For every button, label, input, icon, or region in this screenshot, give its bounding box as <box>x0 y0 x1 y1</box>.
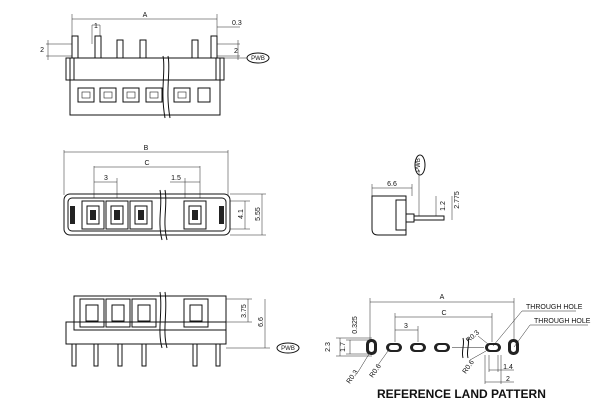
through-hole-label-1: THROUGH HOLE <box>526 304 583 311</box>
land-pattern-title: REFERENCE LAND PATTERN <box>377 387 546 401</box>
land-dim-23-label: 2.3 <box>325 342 332 352</box>
land-dim-r03-label: R0.3 <box>346 369 360 385</box>
top-view: A 1 0.3 2 2 <box>40 12 270 119</box>
side-dim-12-label: 1.2 <box>440 201 447 211</box>
side-pwb-label: PWB <box>416 158 422 172</box>
side-dim-2775-label: 2.775 <box>454 191 461 209</box>
land-dim-a-label: A <box>440 294 445 301</box>
land-dim-2-label: 2 <box>506 376 510 383</box>
side-pwb-badge <box>414 154 426 176</box>
dim-15-label: 1.5 <box>171 175 181 182</box>
land-dim-0325-label: 0.325 <box>352 316 359 334</box>
land-dim-14-label: 1.4 <box>503 364 513 371</box>
front-view: B C 3 1.5 <box>63 145 266 241</box>
bottom-dim-375-label: 3.75 <box>241 304 248 318</box>
land-dim-r06-a-label: R0.6 <box>369 363 383 379</box>
land-pattern: A C 3 0.325 2.3 1.7 <box>325 294 591 401</box>
pwb-label: PWB <box>251 56 265 62</box>
bottom-view: 3.75 6.6 PWB <box>65 291 300 367</box>
side-dim-66-label: 6.6 <box>387 181 397 188</box>
side-view: 6.6 PWB 1.2 2.775 <box>371 154 461 236</box>
dim-1-label: 1 <box>94 23 98 30</box>
dim-2-right-label: 2 <box>234 48 238 55</box>
dim-a-label: A <box>143 12 148 19</box>
land-dim-r06-b-label: R0.6 <box>462 359 476 375</box>
front-cells <box>70 200 224 230</box>
dim-555-label: 5.55 <box>255 207 262 221</box>
dim-b-label: B <box>144 145 149 152</box>
land-dim-3-label: 3 <box>404 323 408 330</box>
dim-c-label: C <box>144 160 149 167</box>
bottom-dim-66-label: 6.6 <box>258 317 265 327</box>
dim-3-label: 3 <box>104 175 108 182</box>
bottom-pwb-badge <box>276 342 300 354</box>
dim-2-left-label: 2 <box>40 47 44 54</box>
land-dim-c-label: C <box>441 310 446 317</box>
bottom-pwb-label: PWB <box>281 346 295 352</box>
dim-03-label: 0.3 <box>232 20 242 27</box>
through-hole-label-2: THROUGH HOLE <box>534 318 591 325</box>
dim-41-label: 4.1 <box>238 209 245 219</box>
land-dim-17-label: 1.7 <box>340 342 347 352</box>
